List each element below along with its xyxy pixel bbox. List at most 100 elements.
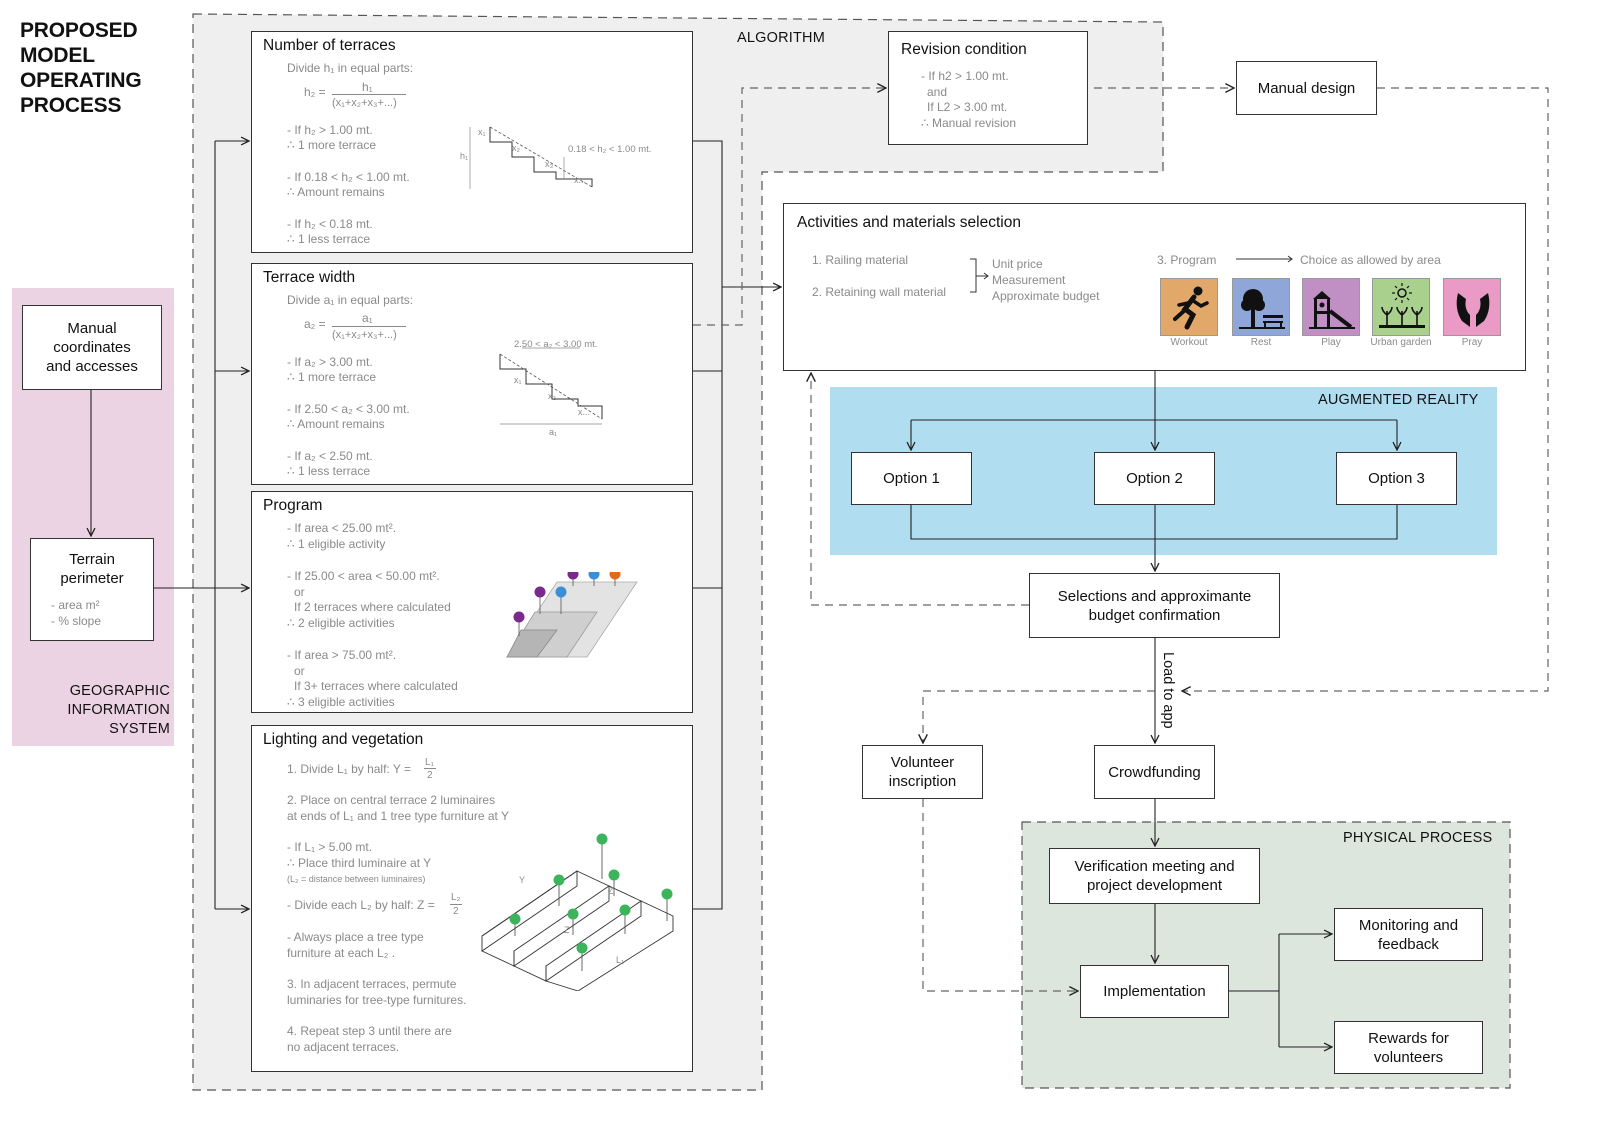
option-2-box[interactable]: Option 2 <box>1094 452 1215 505</box>
panel-line: 1. Divide L₁ by half: Y = <box>287 762 412 776</box>
diagram-label: x... <box>578 407 591 417</box>
tree-bench-icon <box>1239 289 1285 329</box>
activities-materials-box: Activities and materials selection 1. Ra… <box>783 203 1526 371</box>
diagram-label: x... <box>574 175 587 185</box>
fraction-bar <box>332 326 406 327</box>
panel-line: no adjacent terraces. <box>287 1040 400 1054</box>
terrace-width-panel: Terrace width Divide a₁ in equal parts: … <box>251 263 693 485</box>
praying-hands-icon <box>1456 293 1490 327</box>
diagram-label: Z <box>608 886 614 896</box>
panel-line: ∴ 1 more terrace <box>287 138 376 152</box>
revision-title: Revision condition <box>901 41 1027 58</box>
manual-coordinates-box: Manual coordinates and accesses <box>22 305 162 390</box>
panel-line: - If a₂ > 3.00 mt. <box>287 355 373 369</box>
panel-title: Number of terraces <box>263 37 396 54</box>
panel-title: Lighting and vegetation <box>263 731 424 748</box>
pray-card[interactable] <box>1443 278 1501 336</box>
icon-label: Workout <box>1170 337 1208 348</box>
terrain-perimeter-title: Terrain perimeter <box>60 551 124 587</box>
urban-garden-card[interactable] <box>1372 278 1430 336</box>
formula-denominator: (x₁+x₂+x₃+...) <box>332 97 397 109</box>
formula-numerator: L₂ <box>451 892 461 903</box>
panel-line: ∴ 1 eligible activity <box>287 537 386 551</box>
panel-line: If 2 terraces where calculated <box>294 600 451 614</box>
formula-denominator: 2 <box>427 770 433 781</box>
monitoring-feedback-box: Monitoring and feedback <box>1334 908 1483 961</box>
physical-process-label: PHYSICAL PROCESS <box>1343 830 1493 846</box>
terrain-perimeter-box: Terrain perimeter - area m² - % slope <box>30 538 154 641</box>
formula-lhs: a₂ = <box>304 317 326 331</box>
gis-label: GEOGRAPHIC INFORMATION SYSTEM <box>67 683 170 737</box>
panel-line: - If h₂ < 0.18 mt. <box>287 217 373 231</box>
option-1-box[interactable]: Option 1 <box>851 452 972 505</box>
confirmation-box: Selections and approximante budget confi… <box>1029 573 1280 638</box>
panel-line: at ends of L₁ and 1 tree type furniture … <box>287 809 509 823</box>
panel-line: ∴ 1 more terrace <box>287 370 376 384</box>
panel-line: Divide a₁ in equal parts: <box>287 293 414 307</box>
program-area-diagram <box>506 572 638 658</box>
diagram-label: x₁ <box>514 375 522 385</box>
panel-line: If 3+ terraces where calculated <box>294 679 458 693</box>
panel-line: ∴ Amount remains <box>287 185 385 199</box>
diagram-label: x₃ <box>545 159 554 169</box>
page-title: PROPOSED MODEL OPERATING PROCESS <box>20 19 142 117</box>
panel-line: ∴ Amount remains <box>287 417 385 431</box>
diagram-label: x₂ <box>512 143 520 153</box>
fraction-bar <box>450 904 462 905</box>
fraction-bar <box>332 94 406 95</box>
formula-denominator: 2 <box>453 906 459 917</box>
revision-line: and <box>927 85 948 99</box>
connector-right-bracket <box>693 140 723 910</box>
activities-title: Activities and materials selection <box>797 214 1021 231</box>
revision-line: - If h2 > 1.00 mt. <box>921 69 1009 83</box>
panel-line: or <box>294 585 305 599</box>
panel-line: (L₂ = distance between luminaires) <box>287 874 426 884</box>
panel-line: - If 25.00 < area < 50.00 mt². <box>287 569 440 583</box>
diagram-label: Z <box>564 925 570 935</box>
rest-card[interactable] <box>1232 278 1290 336</box>
formula-numerator: a₁ <box>362 311 373 325</box>
revision-line: ∴ Manual revision <box>921 116 1017 130</box>
program-label: 3. Program <box>1157 253 1217 267</box>
panel-line: 4. Repeat step 3 until there are <box>287 1024 452 1038</box>
revision-condition-box: Revision condition - If h2 > 1.00 mt. an… <box>888 31 1088 145</box>
diagram-label: Y <box>519 875 526 885</box>
panel-line: - If L₁ > 5.00 mt. <box>287 840 373 854</box>
icon-label: Rest <box>1250 337 1272 348</box>
workout-card[interactable] <box>1160 278 1218 336</box>
formula-denominator: (x₁+x₂+x₃+...) <box>332 329 397 341</box>
lighting-isometric-diagram <box>481 833 674 991</box>
panel-line: furniture at each L₂ . <box>287 946 396 960</box>
crowdfunding-box: Crowdfunding <box>1094 745 1215 799</box>
play-card[interactable] <box>1302 278 1360 336</box>
icon-label: Play <box>1321 337 1341 348</box>
panel-line: ∴ 2 eligible activities <box>287 616 395 630</box>
diagram-label: x₂ <box>548 391 556 401</box>
algorithm-label: ALGORITHM <box>737 30 825 46</box>
panel-line: - Always place a tree type <box>287 930 424 944</box>
panel-line: - If a₂ < 2.50 mt. <box>287 449 373 463</box>
panel-line: - If 0.18 < h₂ < 1.00 mt. <box>287 170 410 184</box>
verification-meeting-box: Verification meeting and project develop… <box>1049 848 1260 904</box>
program-arrow <box>1236 255 1293 263</box>
panel-line: Divide h₁ in equal parts: <box>287 61 414 75</box>
program-panel: Program - If area < 25.00 mt². ∴ 1 eligi… <box>251 491 693 713</box>
diagram-label: x₁ <box>478 127 486 137</box>
stairs-section-diagram <box>469 126 593 189</box>
diagram-label: a₁ <box>549 427 558 437</box>
panel-line: - If 2.50 < a₂ < 3.00 mt. <box>287 402 410 416</box>
terrain-area-text: - area m² <box>51 598 100 612</box>
panel-line: luminaries for tree-type furnitures. <box>287 993 467 1007</box>
diagram-label: 2.50 < a₂ < 3.00 mt. <box>514 339 598 350</box>
option-3-box[interactable]: Option 3 <box>1336 452 1457 505</box>
icon-label: Pray <box>1461 337 1483 348</box>
width-section-diagram <box>499 347 603 425</box>
augmented-reality-label: AUGMENTED REALITY <box>1318 392 1479 408</box>
diagram-label: h₁ <box>460 151 469 161</box>
formula-numerator: h₁ <box>362 80 373 94</box>
panel-line: or <box>294 664 305 678</box>
activities-item: 2. Retaining wall material <box>812 285 947 299</box>
panel-line: - Divide each L₂ by half: Z = <box>287 898 435 912</box>
panel-line: - If h₂ > 1.00 mt. <box>287 123 373 137</box>
activities-item: 1. Railing material <box>812 253 909 267</box>
